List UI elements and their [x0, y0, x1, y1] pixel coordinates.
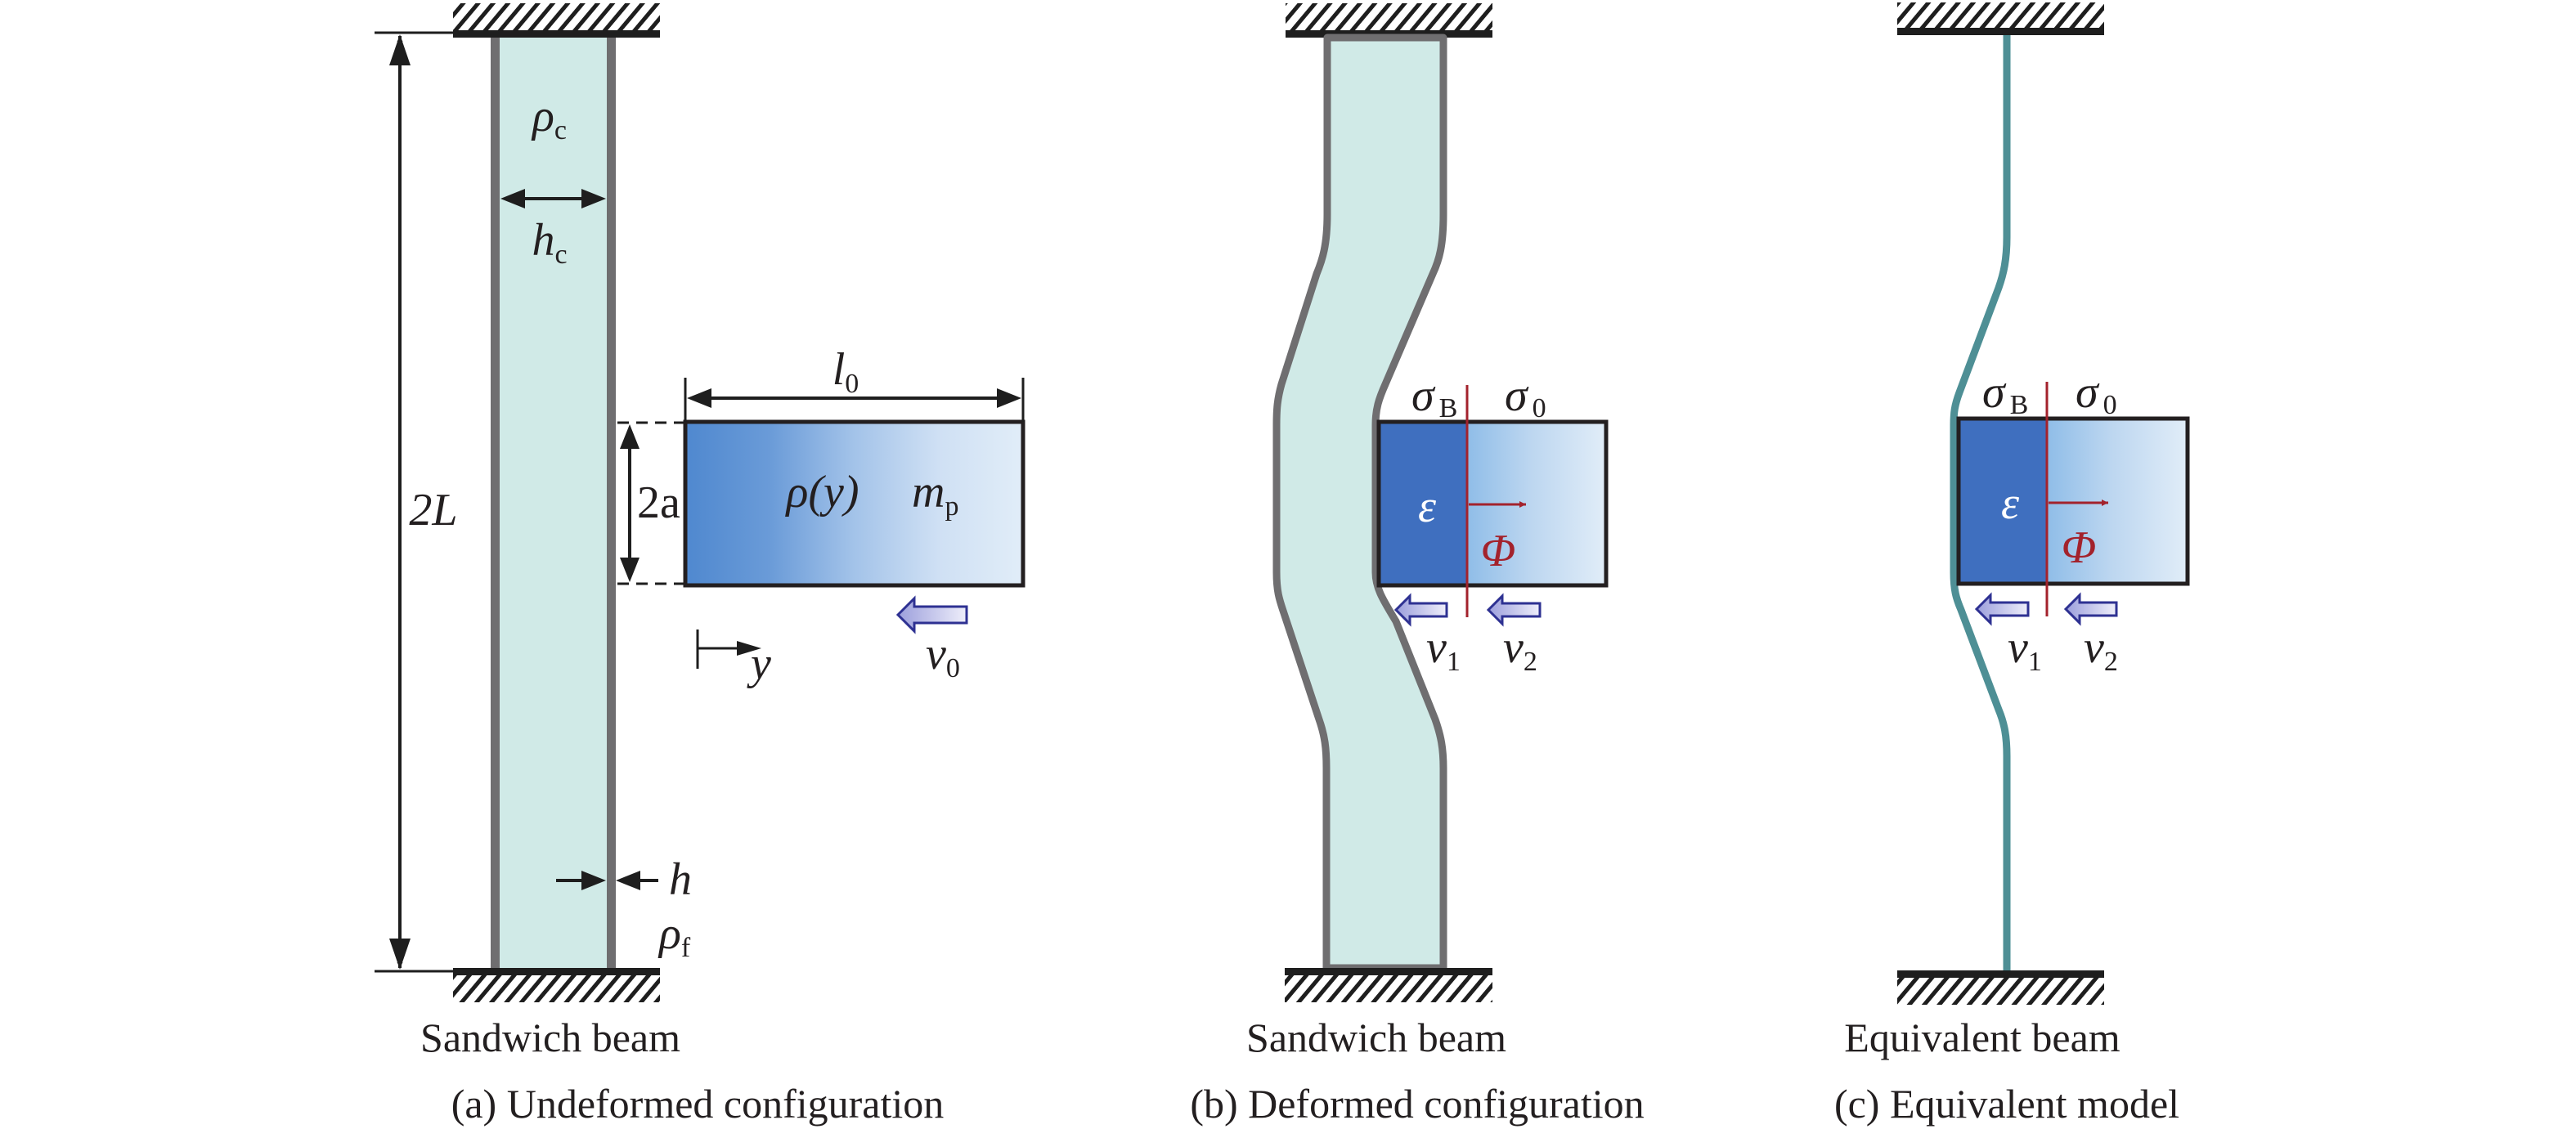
- projectile-height-dimension: [617, 421, 684, 585]
- length-label: 2L: [409, 485, 457, 535]
- fixed-support-top: [453, 3, 660, 38]
- projectile-outline: [1376, 419, 1609, 588]
- equivalent-beam: [1950, 35, 2011, 970]
- hatch-pattern: [453, 975, 660, 1002]
- initial-velocity-arrow: [895, 595, 968, 634]
- wall-bar: [1285, 968, 1492, 975]
- projectile-outline: [1956, 416, 2190, 586]
- y-axis-marker: [696, 629, 761, 669]
- panel-a-caption: (a) Undeformed configuration: [451, 1081, 945, 1127]
- panel-a: 2L ρc hc h ρf l0: [375, 3, 1025, 1127]
- initial-velocity-label: v0: [926, 629, 960, 683]
- v1-label: v1: [1426, 622, 1461, 677]
- hatch-pattern: [1897, 978, 2104, 1005]
- panel-c-beam-label: Equivalent beam: [1844, 1015, 2120, 1060]
- projectile: [683, 419, 1025, 588]
- hatch-pattern: [1286, 3, 1492, 30]
- wall-bar: [1897, 970, 2104, 978]
- fixed-support-bottom: [453, 968, 660, 1002]
- face-sheet-left: [491, 38, 500, 968]
- projectile-density-label: ρ(y): [784, 467, 859, 517]
- y-axis-label: y: [747, 638, 771, 689]
- panel-b-caption: (b) Deformed configuration: [1190, 1081, 1644, 1127]
- face-density-label: ρf: [657, 908, 691, 963]
- projectile-height-label: 2a: [637, 477, 680, 528]
- panel-b-beam-label: Sandwich beam: [1246, 1015, 1506, 1060]
- fixed-support-bottom: [1285, 968, 1492, 1002]
- v2-label: v2: [1503, 622, 1537, 677]
- sandwich-beam: [491, 38, 616, 968]
- core-density-label: ρc: [531, 91, 567, 146]
- core-thickness-dimension: [500, 189, 606, 208]
- undeformed-region: [2047, 419, 2188, 584]
- eroded-region: [1379, 422, 1467, 585]
- fixed-support-top: [1286, 3, 1492, 38]
- beam-core: [499, 38, 607, 968]
- projectile-body: [683, 419, 1025, 588]
- velocity-arrow-v1: [1393, 593, 1448, 627]
- panel-a-beam-label: Sandwich beam: [420, 1015, 680, 1060]
- front-velocity-label: Φ: [1481, 526, 1516, 576]
- hatch-pattern: [1897, 2, 2104, 28]
- fixed-support-top: [1897, 2, 2104, 35]
- wall-bar: [453, 30, 660, 38]
- fixed-support-bottom: [1897, 970, 2104, 1005]
- projectile-length-label: l0: [832, 344, 859, 399]
- wall-bar: [1897, 28, 2104, 35]
- projectile-length-dimension: [684, 378, 1025, 422]
- panel-c-caption: (c) Equivalent model: [1834, 1081, 2179, 1127]
- v1-label: v1: [2008, 622, 2042, 677]
- front-velocity-label: Φ: [2062, 522, 2097, 573]
- length-dimension: [375, 31, 453, 973]
- velocity-arrow-v1: [1974, 592, 2030, 626]
- face-thickness-label: h: [669, 854, 692, 905]
- velocity-arrow-v2: [2063, 592, 2118, 626]
- strain-label: ε: [2001, 478, 2020, 529]
- strain-label: ε: [1418, 482, 1437, 532]
- eroded-region: [1959, 419, 2047, 584]
- v2-label: v2: [2084, 622, 2118, 677]
- projectile-mass-label: mp: [912, 467, 958, 522]
- projectile: [1956, 416, 2190, 586]
- velocity-arrow-v2: [1486, 593, 1542, 627]
- hatch-pattern: [1285, 975, 1492, 1002]
- hatch-pattern: [453, 3, 660, 30]
- core-thickness-label: hc: [532, 215, 567, 270]
- wall-bar: [453, 968, 660, 975]
- face-sheet-right: [607, 38, 616, 968]
- beam-body: [1272, 34, 1447, 972]
- deformed-sandwich-beam: [1272, 34, 1447, 972]
- face-thickness-dimension: [556, 871, 658, 890]
